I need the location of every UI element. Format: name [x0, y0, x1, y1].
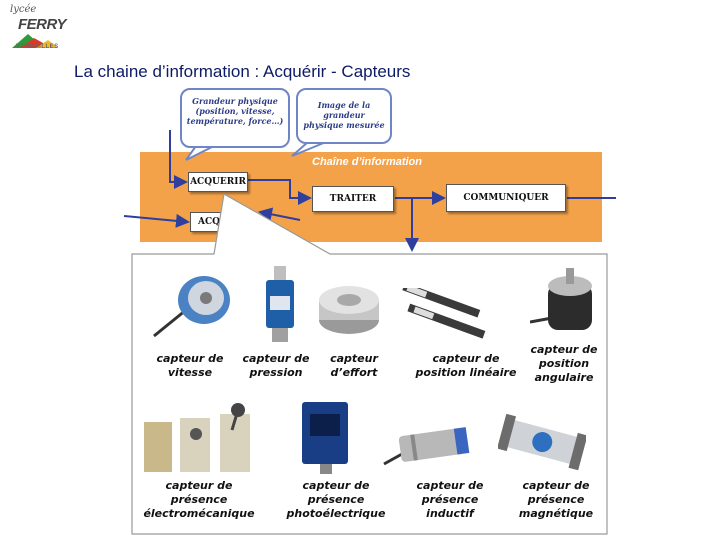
bubble-line: physique mesurée	[303, 120, 385, 130]
inductive-sensor-image	[383, 427, 470, 466]
logo-city: VERSAILLES	[16, 44, 59, 50]
bubble-line: (position, vitesse,	[195, 106, 275, 116]
photoelectric-sensor-image	[302, 402, 348, 474]
force-sensor-image	[319, 286, 379, 334]
input-arrow-2	[123, 213, 190, 228]
electromechanical-sensor-image	[144, 403, 250, 472]
image-grandeur-bubble: Image de la grandeur physique mesurée	[296, 88, 392, 144]
school-logo: lycée FERRY VERSAILLES	[6, 4, 67, 54]
communiquer-block: COMMUNIQUER	[446, 184, 566, 212]
grandeur-physique-bubble: Grandeur physique (position, vitesse, te…	[180, 88, 290, 148]
logo-script-text: lycée	[10, 4, 37, 15]
magnetic-sensor-image	[498, 414, 586, 471]
logo-emblem-icon	[12, 34, 58, 48]
traiter-block: TRAITER	[312, 186, 394, 212]
bubble-line: température, force…)	[186, 116, 284, 126]
chain-title: Chaîne d’information	[312, 156, 422, 168]
feedback-arrow	[258, 207, 301, 222]
angular-position-sensor-image	[530, 268, 592, 330]
acquerir-to-traiter-arrow	[248, 179, 312, 205]
input-arrow-1	[169, 130, 188, 189]
pressure-sensor-image	[266, 266, 294, 342]
speed-sensor-image	[153, 276, 230, 338]
logo-name: FERRY	[18, 16, 67, 33]
acquerir-block: ACQUERIR	[188, 172, 248, 192]
linear-position-sensor-image	[402, 288, 486, 339]
bubble-line: Grandeur physique	[192, 96, 278, 106]
page-title: La chaine d’information : Acquérir - Cap…	[74, 62, 411, 81]
bubble-line: Image de la grandeur	[317, 100, 371, 120]
